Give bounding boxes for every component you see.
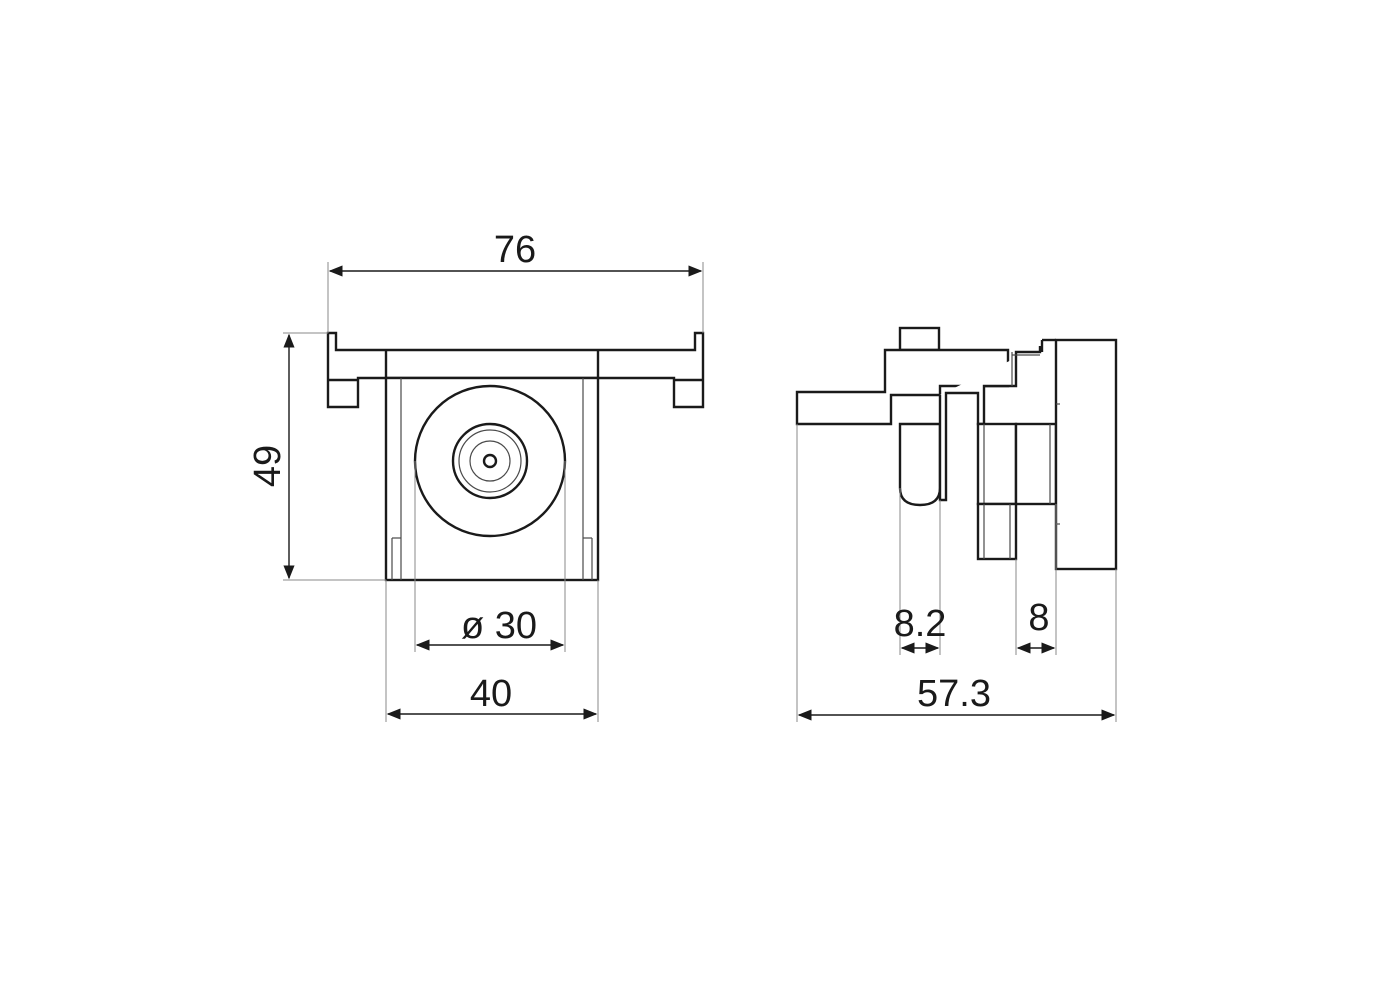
side-view: 8.2 8 57.3 [795,326,1118,722]
mounting-arm [795,348,1010,426]
dim-side-b: 8 [1028,597,1049,639]
dim-body-width: 40 [470,673,512,715]
dim-front-width: 76 [494,229,536,271]
dim-side-a: 8.2 [894,603,947,645]
dim-diameter: ø 30 [461,605,537,647]
dim-front-height: 49 [247,445,289,487]
dim-side-depth: 57.3 [917,673,991,715]
front-view: 76 49 ø 30 40 [247,229,705,722]
spindle [898,422,942,507]
wheel-side [1054,338,1118,571]
roller-wheel [413,384,567,538]
front-flange [326,331,705,409]
top-pin [898,326,941,352]
